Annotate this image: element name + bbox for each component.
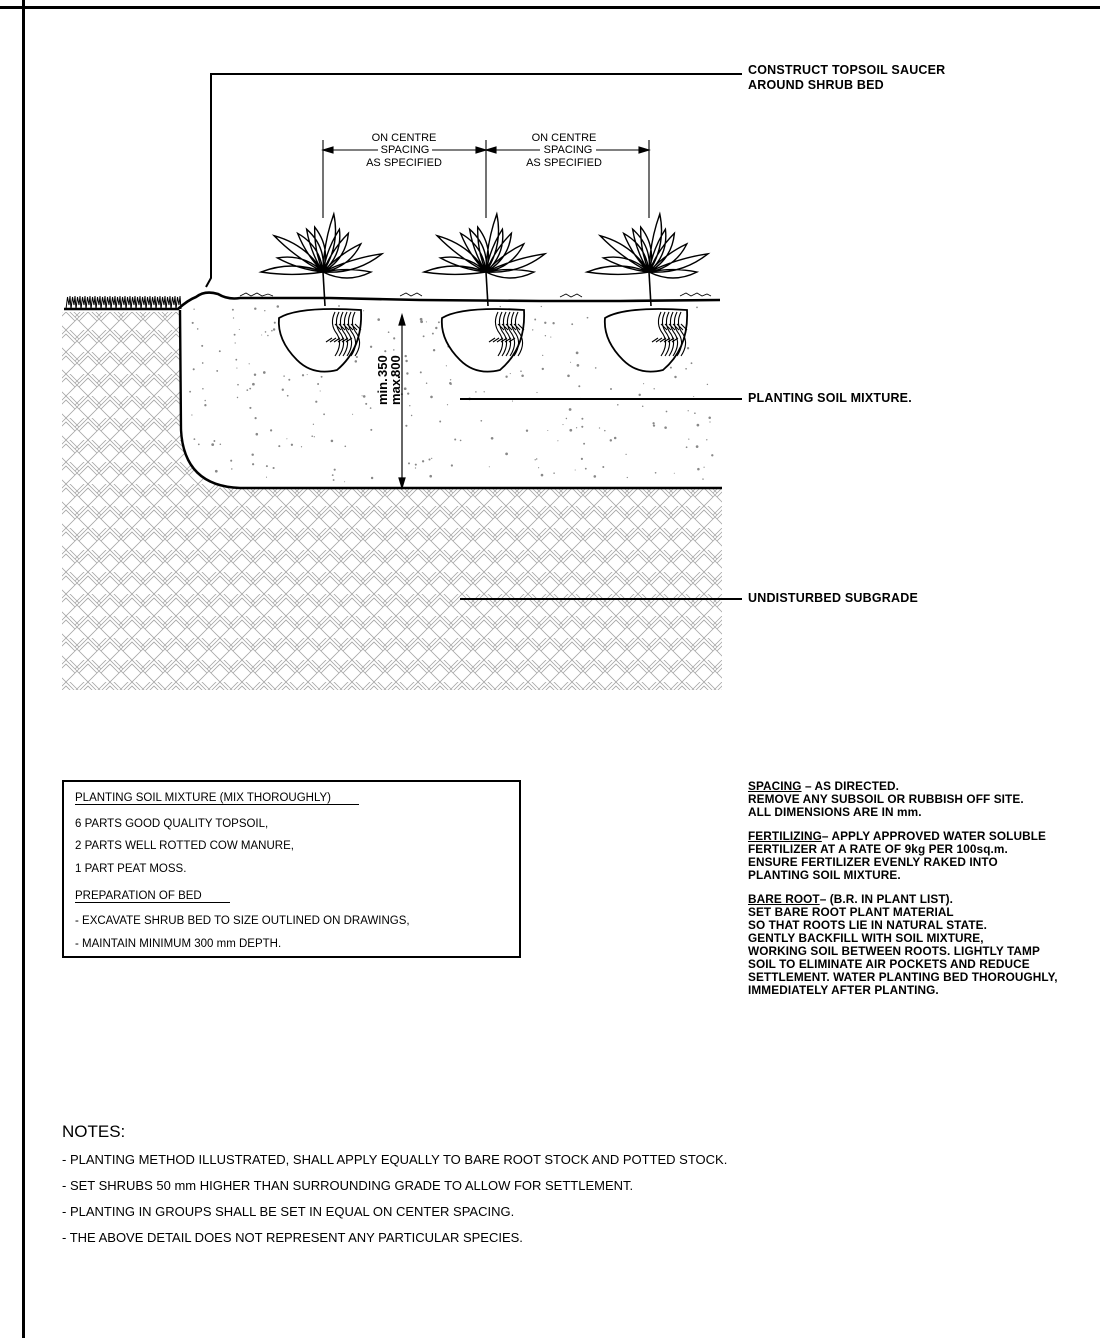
depth-dimension [398,312,406,491]
roots [651,311,688,357]
spec-bare-root-line: GENTLY BACKFILL WITH SOIL MIXTURE, [748,931,984,945]
ground-fuzz [239,292,712,298]
bed-outline [178,309,722,490]
spec-spacing-line: ALL DIMENSIONS ARE IN mm. [748,805,922,819]
depth-labels: min. 350 max. 800 [375,355,403,405]
subgrade-hatch [62,312,722,690]
note-item: - PLANTING METHOD ILLUSTRATED, SHALL APP… [62,1152,728,1167]
callout-topsoil-saucer-line2: AROUND SHRUB BED [748,78,884,92]
grass-icon [65,295,182,310]
shrub-stem [322,271,326,307]
ground-line [64,291,721,311]
depth-max-value: 800 [388,355,403,377]
soil-mixture-box: PLANTING SOIL MIXTURE (MIX THOROUGHLY) 6… [62,780,521,958]
shrub-leaves [258,211,385,279]
spec-fertilizing-keyword: FERTILIZING [748,829,822,843]
shrub-icon [258,211,385,373]
spacing-label-2-line2: SPACING [544,144,593,156]
mixture-item: 6 PARTS GOOD QUALITY TOPSOIL, [75,818,269,830]
spec-notes: SPACING – AS DIRECTED. REMOVE ANY SUBSOI… [748,780,1100,1008]
depth-max-label: max. [388,375,403,405]
shrub-icon [584,211,711,373]
shrub-leaves [421,211,548,279]
spacing-label-2-line1: ON CENTRE [532,132,597,144]
sheet-border-left [22,0,25,1338]
spec-spacing: SPACING – AS DIRECTED. REMOVE ANY SUBSOI… [748,780,1100,819]
spacing-labels: ON CENTRE SPACING AS SPECIFIED ON CENTRE… [366,132,602,169]
preparation-heading: PREPARATION OF BED [75,890,230,903]
shrub-group [258,211,711,373]
shrub-leaves [584,211,711,279]
roots [488,311,525,357]
spec-bare-root-line: SET BARE ROOT PLANT MATERIAL [748,905,954,919]
spec-bare-root: BARE ROOT– (B.R. IN PLANT LIST). SET BAR… [748,893,1100,997]
general-notes: NOTES: - PLANTING METHOD ILLUSTRATED, SH… [62,1122,1062,1256]
preparation-item: - EXCAVATE SHRUB BED TO SIZE OUTLINED ON… [75,915,410,927]
shrub-icon [421,211,548,373]
leader-topsoil-saucer [205,73,742,288]
spec-bare-root-line: WORKING SOIL BETWEEN ROOTS. LIGHTLY TAMP [748,944,1040,958]
note-item: - PLANTING IN GROUPS SHALL BE SET IN EQU… [62,1204,515,1219]
callout-topsoil-saucer: CONSTRUCT TOPSOIL SAUCER AROUND SHRUB BE… [748,63,945,93]
spec-fertilizing-line: PLANTING SOIL MIXTURE. [748,868,901,882]
spec-bare-root-line: IMMEDIATELY AFTER PLANTING. [748,983,939,997]
depth-min-label: min. [375,378,390,405]
spacing-label-1-line2: SPACING [381,144,430,156]
spacing-dimensions [321,140,651,218]
spec-fertilizing-line: ENSURE FERTILIZER EVENLY RAKED INTO [748,855,998,869]
spec-spacing-line: – AS DIRECTED. [801,779,899,793]
notes-title: NOTES: [62,1122,126,1141]
sheet-border-top [0,6,1100,9]
spec-spacing-keyword: SPACING [748,779,802,793]
spacing-label-2-line3: AS SPECIFIED [526,157,602,169]
callout-planting-soil: PLANTING SOIL MIXTURE. [748,391,912,405]
depth-min-value: 350 [375,355,390,377]
spacing-label-1-line3: AS SPECIFIED [366,157,442,169]
note-item: - THE ABOVE DETAIL DOES NOT REPRESENT AN… [62,1230,523,1245]
spec-bare-root-line: SO THAT ROOTS LIE IN NATURAL STATE. [748,918,987,932]
mixture-heading: PLANTING SOIL MIXTURE (MIX THOROUGHLY) [75,792,360,805]
callout-topsoil-saucer-line1: CONSTRUCT TOPSOIL SAUCER [748,63,946,77]
note-item: - SET SHRUBS 50 mm HIGHER THAN SURROUNDI… [62,1178,634,1193]
spec-fertilizing-line: – APPLY APPROVED WATER SOLUBLE [821,829,1046,843]
mixture-item: 2 PARTS WELL ROTTED COW MANURE, [75,840,294,852]
shrub-stem [648,271,652,307]
spec-bare-root-line: SETTLEMENT. WATER PLANTING BED THOROUGHL… [748,970,1058,984]
preparation-item: - MAINTAIN MINIMUM 300 mm DEPTH. [75,938,282,950]
spec-fertilizing: FERTILIZING– APPLY APPROVED WATER SOLUBL… [748,830,1100,882]
spec-bare-root-line: – (B.R. IN PLANT LIST). [819,892,954,906]
shrub-stem [485,271,489,307]
spec-bare-root-line: SOIL TO ELIMINATE AIR POCKETS AND REDUCE [748,957,1030,971]
spacing-label-1-line1: ON CENTRE [372,132,437,144]
spec-fertilizing-line: FERTILIZER AT A RATE OF 9kg PER 100sq.m. [748,842,1008,856]
spec-spacing-line: REMOVE ANY SUBSOIL OR RUBBISH OFF SITE. [748,792,1024,806]
roots [325,311,362,357]
mixture-item: 1 PART PEAT MOSS. [75,863,187,875]
spec-bare-root-keyword: BARE ROOT [748,892,820,906]
callout-undisturbed-subgrade: UNDISTURBED SUBGRADE [748,591,918,605]
